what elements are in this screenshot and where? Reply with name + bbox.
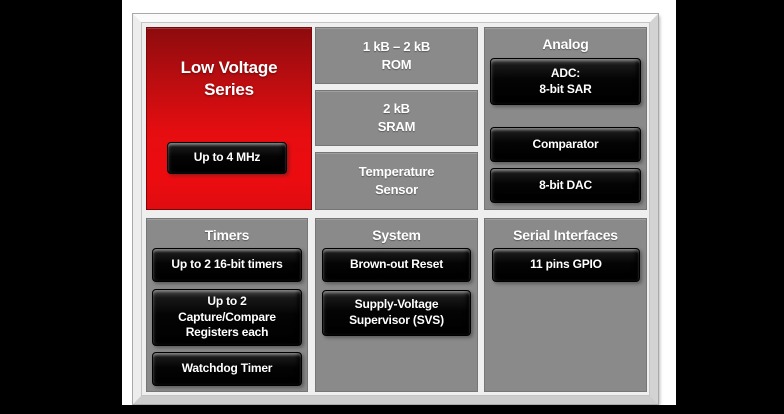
temperature-label-line1: Temperature — [358, 164, 435, 180]
serial-interfaces-header: Serial Interfaces — [513, 227, 618, 243]
dac-label: 8-bit DAC — [539, 177, 592, 192]
serial-interfaces-panel: Serial Interfaces — [484, 218, 647, 392]
adc-block: ADC: 8-bit SAR — [490, 58, 641, 105]
capture-compare-block: Up to 2 Capture/Compare Registers each — [152, 289, 302, 346]
right-letterbox-bar — [676, 0, 784, 414]
temperature-label-line2: Sensor — [375, 182, 418, 197]
brown-out-reset-label: Brown-out Reset — [349, 257, 443, 272]
comparator-block: Comparator — [490, 127, 641, 162]
timers-panel-header: Timers — [204, 227, 250, 243]
brown-out-reset-block: Brown-out Reset — [322, 248, 471, 282]
bottom-letterbox-bar — [0, 405, 784, 414]
16bit-timers-block: Up to 2 16-bit timers — [152, 248, 302, 282]
low-voltage-title-line1: Low Voltage — [180, 58, 278, 77]
speed-badge: Up to 4 MHz — [167, 142, 287, 174]
low-voltage-series-panel: Low Voltage Series — [146, 27, 312, 210]
capture-compare-line2: Capture/Compare — [178, 309, 276, 324]
speed-badge-label: Up to 4 MHz — [193, 150, 261, 165]
svs-label-line1: Supply-Voltage — [354, 297, 439, 312]
adc-label-line1: ADC: — [550, 65, 581, 80]
sram-size-label: 2 kB — [383, 101, 410, 117]
rom-label: ROM — [381, 56, 412, 72]
dac-block: 8-bit DAC — [490, 168, 641, 203]
gpio-block: 11 pins GPIO — [492, 248, 640, 282]
temperature-sensor-block: Temperature Sensor — [315, 152, 478, 210]
svs-label-line2: Supervisor (SVS) — [349, 313, 444, 327]
gpio-label: 11 pins GPIO — [530, 257, 602, 272]
capture-compare-line1: Up to 2 — [207, 294, 247, 309]
left-letterbox-bar — [0, 0, 122, 414]
watchdog-timer-block: Watchdog Timer — [152, 352, 302, 386]
comparator-label: Comparator — [532, 136, 599, 151]
system-panel-header: System — [372, 227, 421, 243]
adc-label-line2: 8-bit SAR — [539, 81, 592, 96]
capture-compare-line3: Registers each — [185, 325, 269, 340]
svs-block: Supply-Voltage Supervisor (SVS) — [322, 290, 471, 336]
sram-label: SRAM — [377, 119, 416, 134]
low-voltage-series-title: Low Voltage Series — [147, 28, 311, 101]
low-voltage-title-line2: Series — [204, 80, 254, 100]
sram-block: 2 kB SRAM — [315, 90, 478, 146]
rom-size-label: 1 kB – 2 kB — [362, 38, 431, 54]
analog-panel-header: Analog — [542, 36, 589, 52]
watchdog-timer-label: Watchdog Timer — [181, 361, 273, 376]
rom-block: 1 kB – 2 kB ROM — [315, 27, 478, 84]
16bit-timers-label: Up to 2 16-bit timers — [171, 257, 283, 272]
